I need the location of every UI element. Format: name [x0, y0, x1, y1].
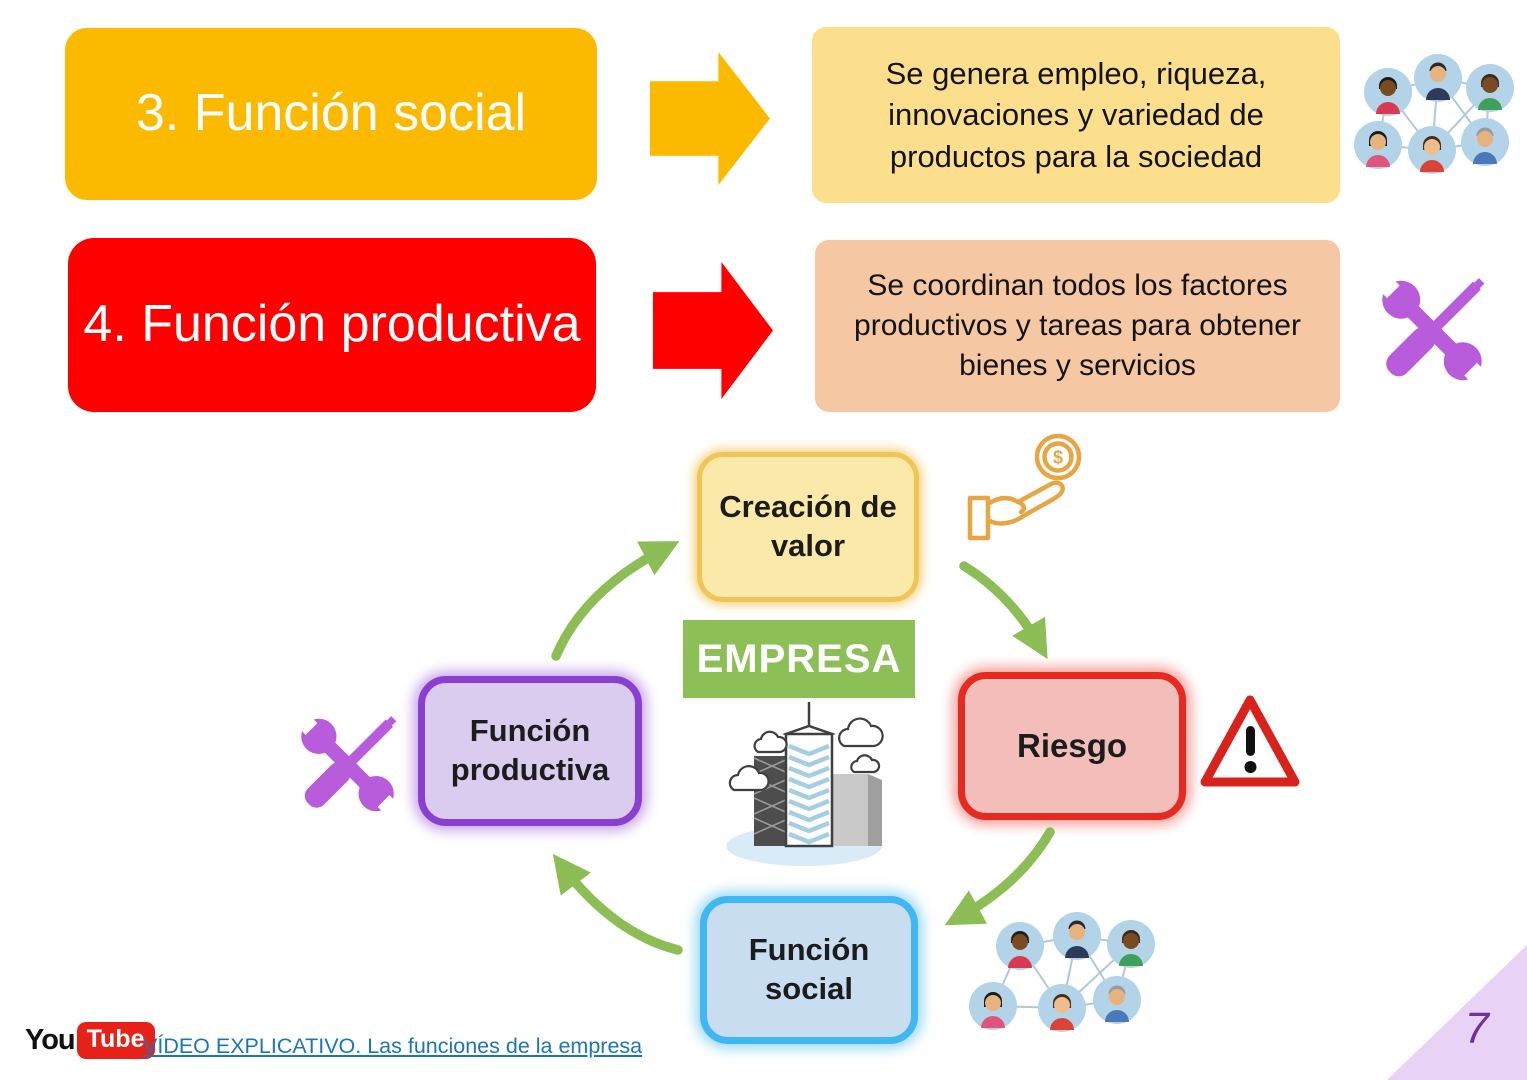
corner-decoration	[1387, 945, 1527, 1080]
cycle-arrow-up-left-icon	[552, 853, 683, 955]
empresa-text: EMPRESA	[696, 636, 902, 681]
node-funcion-productiva: Función productiva	[418, 676, 642, 826]
node-funcion-productiva-label: Función productiva	[450, 713, 610, 787]
node-creacion-label: Creación de valor	[719, 489, 897, 563]
node-riesgo-label: Riesgo	[1016, 727, 1128, 765]
cycle-arrow-down-right-icon	[959, 561, 1048, 660]
funcion-productiva-description: Se coordinan todos los factores producti…	[854, 268, 1301, 383]
node-funcion-social-label: Función social	[748, 932, 870, 1006]
warning-triangle-icon	[1200, 695, 1300, 787]
tools-icon	[1374, 272, 1490, 389]
buildings-icon	[726, 702, 884, 866]
funcion-social-description-box: Se genera empleo, riqueza, innovaciones …	[812, 27, 1340, 203]
funcion-productiva-title-box: 4. Función productiva	[68, 238, 596, 412]
svg-text:$: $	[1053, 448, 1063, 468]
node-funcion-social: Función social	[700, 896, 918, 1044]
people-network-icon	[1354, 54, 1514, 174]
cycle-arrow-down-left-icon	[944, 827, 1055, 926]
youtube-tube-badge: Tube	[76, 1022, 155, 1059]
funcion-social-title: 3. Función social	[135, 84, 527, 143]
node-riesgo: Riesgo	[958, 672, 1186, 820]
page-number: 7	[1464, 1004, 1489, 1053]
gold-right-arrow-icon	[650, 52, 770, 185]
node-creacion-de-valor: Creación de valor	[697, 452, 919, 602]
funcion-productiva-title: 4. Función productiva	[83, 295, 581, 354]
coin-hand-icon: $	[967, 433, 1082, 541]
red-right-arrow-icon	[653, 262, 773, 399]
cycle-arrow-up-right-icon	[551, 541, 680, 661]
youtube-you-text: You	[25, 1024, 76, 1056]
people-group-icon	[969, 912, 1155, 1032]
funcion-social-title-box: 3. Función social	[65, 28, 597, 200]
funcion-social-description: Se genera empleo, riqueza, innovaciones …	[885, 55, 1267, 174]
tools-icon	[293, 711, 402, 819]
empresa-center-label: EMPRESA	[683, 620, 915, 698]
youtube-logo[interactable]: You Tube	[25, 1022, 155, 1059]
funcion-productiva-description-box: Se coordinan todos los factores producti…	[815, 240, 1340, 412]
video-link[interactable]: VÍDEO EXPLICATIVO. Las funciones de la e…	[143, 1034, 643, 1058]
